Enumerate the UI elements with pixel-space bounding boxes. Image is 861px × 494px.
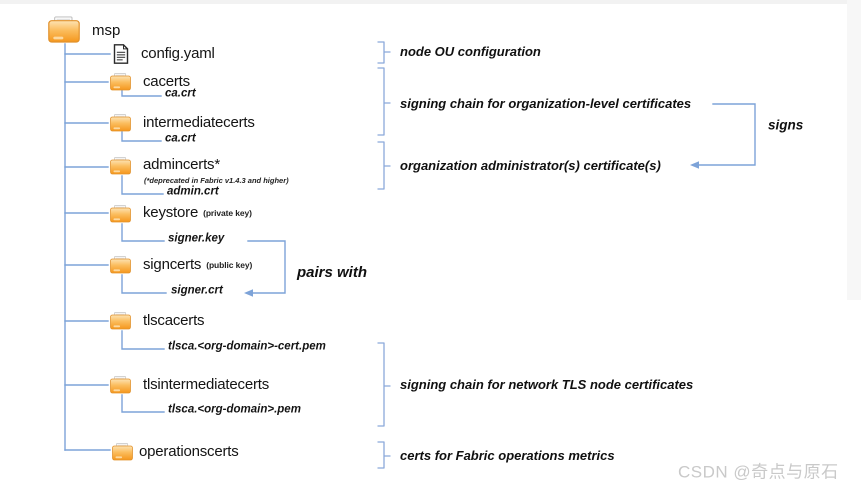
brace-org-signing-chain — [377, 67, 391, 136]
folder-icon — [110, 114, 131, 132]
deprecated-note: (*deprecated in Fabric v1.4.3 and higher… — [144, 175, 289, 185]
tree-item-keystore-row: keystore (private key) — [143, 203, 252, 222]
pairs-with-connector — [247, 240, 286, 294]
pairs-with-arrowhead — [244, 289, 253, 297]
signcerts-qualifier: (public key) — [206, 259, 253, 270]
tree-item-operationscerts: operationscerts — [139, 442, 239, 460]
folder-icon — [110, 376, 131, 394]
annotation-pairs-with: pairs with — [297, 263, 368, 281]
tree-file-signer-key: signer.key — [168, 232, 225, 245]
folder-icon — [110, 205, 131, 223]
tree-file-ca-crt: ca.crt — [165, 87, 196, 100]
tree-item-signcerts: signcerts — [143, 255, 202, 273]
folder-icon — [110, 157, 131, 175]
annotation-operations: certs for Fabric operations metrics — [400, 447, 615, 463]
brace-operations — [377, 441, 391, 469]
top-border-strip — [0, 0, 861, 4]
annotation-braces — [377, 41, 391, 469]
tree-connector-lines — [64, 43, 167, 451]
folder-icon — [112, 443, 133, 461]
tree-item-cacerts: cacerts — [143, 72, 190, 90]
document-icon — [113, 44, 129, 64]
tree-root-msp: msp — [92, 21, 121, 39]
signs-connector — [693, 103, 756, 166]
annotation-org-admin: organization administrator(s) certificat… — [400, 157, 661, 173]
tree-file-tlsca-pem: tlsca.<org-domain>.pem — [168, 403, 301, 416]
brace-org-admin — [377, 141, 391, 190]
annotation-signs: signs — [768, 117, 804, 133]
brace-node-ou — [377, 41, 391, 64]
tree-item-signcerts-row: signcerts (public key) — [143, 255, 253, 274]
folder-icon — [110, 256, 131, 274]
keystore-qualifier: (private key) — [203, 207, 252, 218]
signs-arrowhead — [690, 161, 699, 169]
tree-item-intermediatecerts: intermediatecerts — [143, 113, 255, 131]
tree-file-signer-crt: signer.crt — [171, 284, 223, 297]
tree-file-admin-crt: admin.crt — [167, 185, 219, 198]
annotation-org-signing-chain: signing chain for organization-level cer… — [400, 95, 692, 111]
right-border-strip — [847, 0, 861, 300]
tree-item-keystore: keystore — [143, 203, 199, 221]
brace-tls-signing-chain — [377, 342, 391, 427]
csdn-watermark: CSDN @奇点与原石 — [678, 462, 839, 482]
folder-icon — [110, 312, 131, 330]
annotation-node-ou: node OU configuration — [400, 43, 541, 59]
tree-item-admincerts: admincerts* — [143, 155, 220, 173]
tree-item-tlsintermediatecerts: tlsintermediatecerts — [143, 375, 270, 393]
tree-file-tlsca-cert-pem: tlsca.<org-domain>-cert.pem — [168, 340, 326, 353]
tree-file-ca-crt: ca.crt — [165, 132, 196, 145]
folder-icon — [110, 73, 131, 91]
folder-icon — [48, 16, 80, 43]
annotation-tls-signing-chain: signing chain for network TLS node certi… — [400, 376, 694, 392]
tree-item-tlscacerts: tlscacerts — [143, 311, 205, 329]
tree-item-config-yaml: config.yaml — [141, 44, 215, 62]
